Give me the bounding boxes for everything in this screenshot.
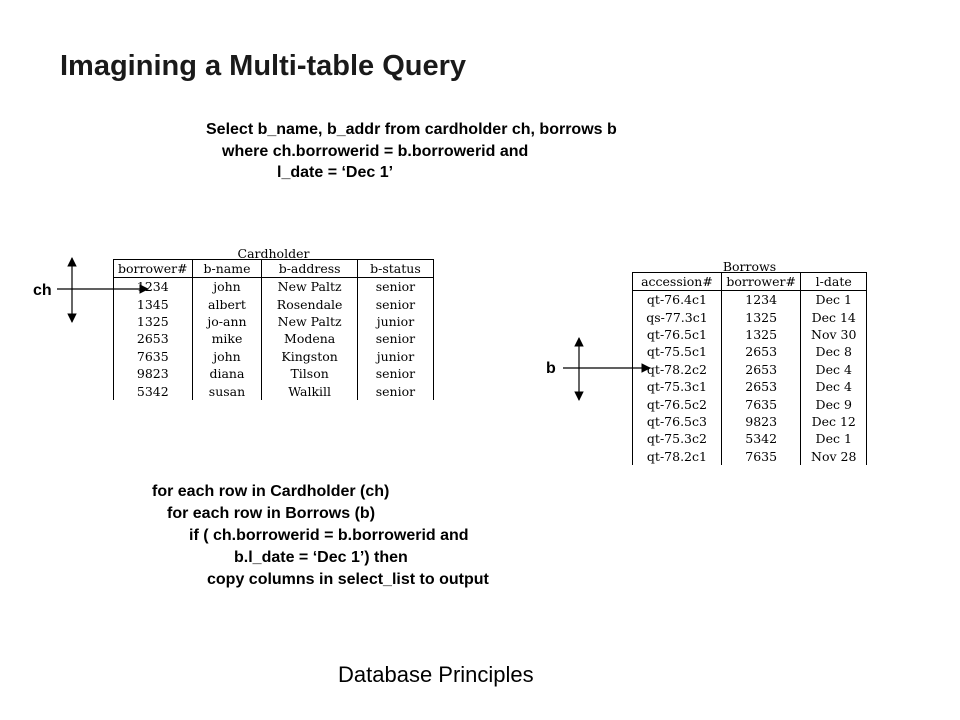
- pseudocode-line-5: copy columns in select_list to output: [207, 571, 489, 588]
- borrows-cell: Dec 9: [800, 395, 867, 413]
- ch-alias-label: ch: [33, 282, 52, 299]
- borrows-cell: 1234: [720, 290, 801, 309]
- borrows-col-header: borrower#: [720, 272, 801, 291]
- cardholder-cell: New Paltz: [261, 312, 358, 331]
- b-alias-label: b: [546, 360, 556, 377]
- cardholder-cell: jo-ann: [191, 312, 262, 331]
- slide-title: Imagining a Multi-table Query: [60, 50, 467, 82]
- cardholder-cell: albert: [191, 295, 262, 313]
- cardholder-cell: senior: [356, 330, 435, 348]
- borrows-cell: Dec 4: [800, 360, 867, 378]
- cardholder-cell: senior: [356, 277, 435, 296]
- borrows-cell: qt-75.5c1: [632, 343, 722, 361]
- cardholder-grid: borrower# b-name b-address b-status 1234…: [113, 259, 435, 400]
- cardholder-cell: susan: [191, 382, 262, 400]
- borrows-cell: 2653: [720, 360, 801, 378]
- borrows-cell: qt-76.4c1: [632, 290, 722, 309]
- footer-text: Database Principles: [338, 662, 534, 687]
- borrows-cell: 5342: [720, 430, 801, 448]
- cardholder-cell: 7635: [113, 347, 193, 365]
- borrows-cell: qt-75.3c2: [632, 430, 722, 448]
- cardholder-cell: Rosendale: [261, 295, 358, 313]
- borrows-cell: qt-76.5c2: [632, 395, 722, 413]
- borrows-cell: 7635: [720, 395, 801, 413]
- borrows-cell: Nov 30: [800, 325, 867, 344]
- sql-line-1: Select b_name, b_addr from cardholder ch…: [206, 121, 617, 138]
- cardholder-cell: New Paltz: [261, 277, 358, 296]
- cardholder-col-header: b-status: [356, 259, 435, 278]
- borrows-cell: 2653: [720, 377, 801, 396]
- borrows-cell: qt-76.5c1: [632, 325, 722, 344]
- cardholder-col-header: b-address: [261, 259, 358, 278]
- cardholder-cell: mike: [191, 330, 262, 348]
- pseudocode-line-4: b.l_date = ‘Dec 1’) then: [234, 549, 408, 566]
- cardholder-cell: senior: [356, 382, 435, 400]
- cardholder-cell: diana: [191, 364, 262, 383]
- cardholder-cell: senior: [356, 295, 435, 313]
- pseudocode-line-3: if ( ch.borrowerid = b.borrowerid and: [189, 527, 469, 544]
- ch-cursor-arrow: [57, 257, 149, 323]
- pseudocode-line-2: for each row in Borrows (b): [167, 505, 376, 522]
- cardholder-cell: 9823: [113, 364, 193, 383]
- cardholder-cell: Kingston: [261, 347, 358, 365]
- cardholder-cell: Walkill: [261, 382, 358, 400]
- cardholder-cell: junior: [356, 312, 435, 331]
- cardholder-cell: senior: [356, 364, 435, 383]
- borrows-cell: 1325: [720, 308, 801, 326]
- sql-line-3: l_date = ‘Dec 1’: [277, 164, 394, 181]
- borrows-col-header: l-date: [800, 272, 867, 291]
- b-cursor-arrow: [563, 337, 651, 401]
- cardholder-cell: john: [191, 277, 262, 296]
- borrows-cell: qt-76.5c3: [632, 412, 722, 431]
- cardholder-cell: Tilson: [261, 364, 358, 383]
- sql-line-2: where ch.borrowerid = b.borrowerid and: [222, 143, 529, 160]
- borrows-cell: 7635: [720, 447, 801, 465]
- cardholder-cell: 1325: [113, 312, 193, 331]
- borrows-cell: Dec 1: [800, 290, 867, 309]
- borrows-cell: qt-78.2c2: [632, 360, 722, 378]
- borrows-cell: Dec 12: [800, 412, 867, 431]
- borrows-cell: Dec 1: [800, 430, 867, 448]
- pseudocode-line-1: for each row in Cardholder (ch): [152, 483, 390, 500]
- borrows-cell: Dec 8: [800, 343, 867, 361]
- cardholder-cell: 2653: [113, 330, 193, 348]
- borrows-cell: qt-75.3c1: [632, 377, 722, 396]
- cardholder-cell: 1345: [113, 295, 193, 313]
- borrows-cell: qs-77.3c1: [632, 308, 722, 326]
- borrows-col-header: accession#: [632, 272, 722, 291]
- cardholder-cell: junior: [356, 347, 435, 365]
- cardholder-caption: Cardholder: [237, 246, 310, 261]
- borrows-cell: Nov 28: [800, 447, 867, 465]
- borrows-caption: Borrows: [722, 259, 777, 274]
- borrows-cell: Dec 14: [800, 308, 867, 326]
- cardholder-cell: Modena: [261, 330, 358, 348]
- borrows-cell: Dec 4: [800, 377, 867, 396]
- borrows-cell: 9823: [720, 412, 801, 431]
- cardholder-col-header: borrower#: [113, 259, 193, 278]
- borrows-cell: 2653: [720, 343, 801, 361]
- cardholder-col-header: b-name: [191, 259, 262, 278]
- borrows-cell: qt-78.2c1: [632, 447, 722, 465]
- cardholder-cell: john: [191, 347, 262, 365]
- borrows-cell: 1325: [720, 325, 801, 344]
- cardholder-cell: 5342: [113, 382, 193, 400]
